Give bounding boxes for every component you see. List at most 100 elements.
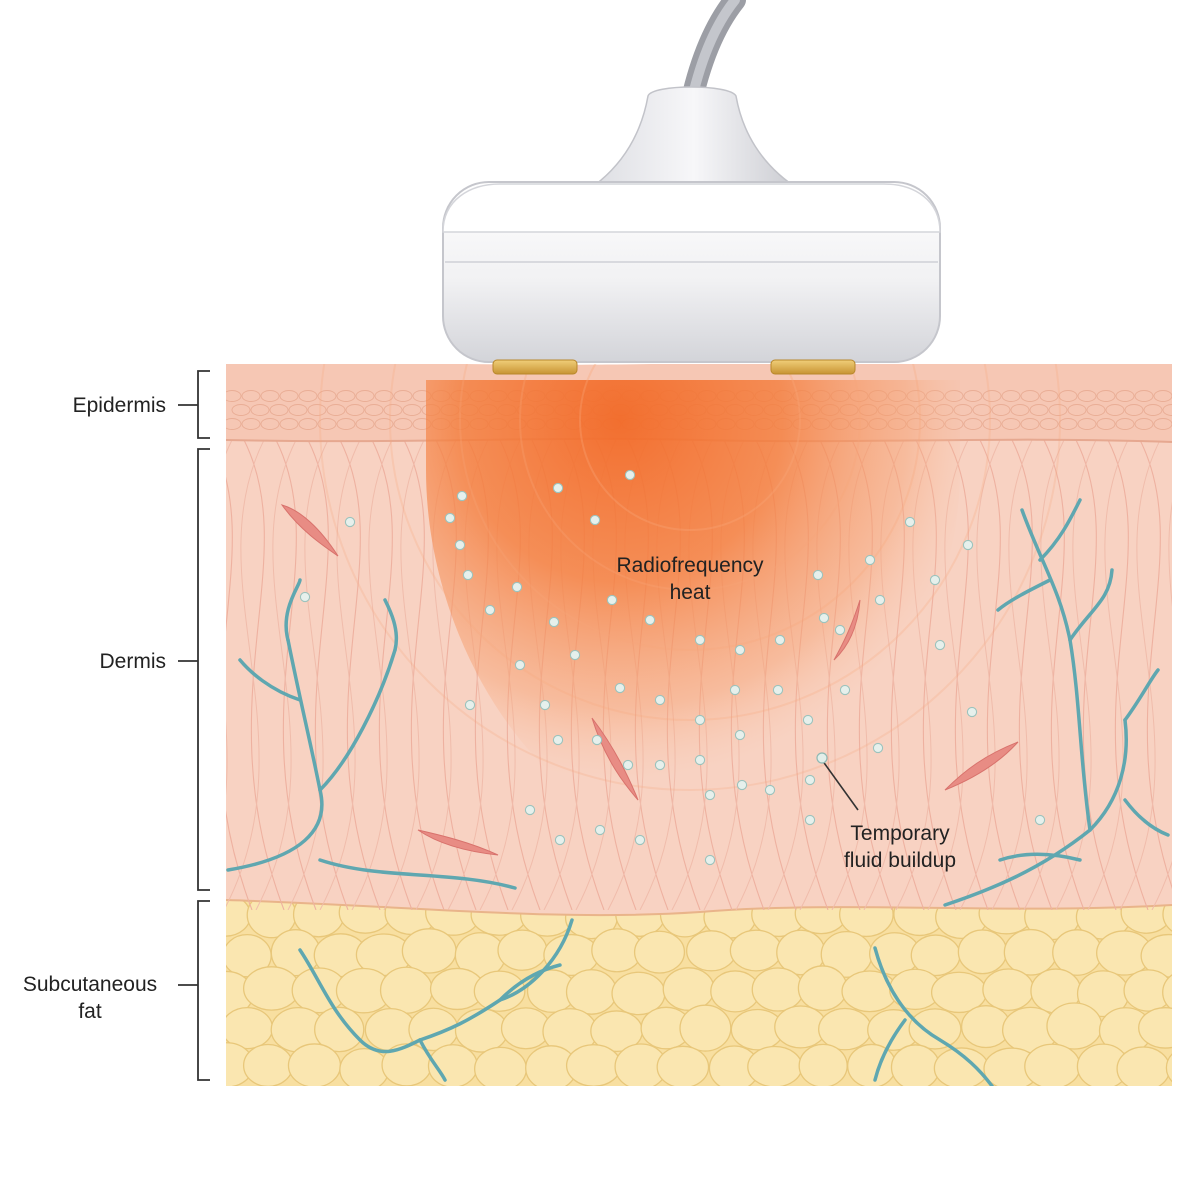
fat-cell — [798, 1043, 848, 1086]
epidermis-cell — [1020, 390, 1040, 402]
fluid-droplet — [774, 634, 786, 646]
fluid-droplet — [812, 569, 824, 581]
fluid-droplet — [654, 694, 666, 706]
collagen-fiber — [243, 440, 285, 910]
collagen-fiber — [287, 440, 329, 910]
fluid-droplet — [444, 512, 456, 524]
heat-ring — [459, 364, 921, 651]
epidermis-cell — [298, 418, 318, 430]
epidermis-cell — [402, 404, 422, 416]
dermis-bracket — [197, 448, 210, 891]
fat-cell — [339, 1047, 390, 1086]
fluid-label-line2: fluid buildup — [843, 849, 957, 872]
collagen-fiber — [1087, 440, 1129, 910]
epidermis-cell — [393, 418, 413, 430]
epidermis-cell — [1067, 404, 1087, 416]
fluid-label: Temporary fluid buildup — [820, 820, 980, 874]
collagen-fiber — [947, 440, 989, 910]
fat-cell — [1165, 1053, 1172, 1083]
epidermis-cell — [1153, 418, 1172, 430]
fat-cell — [565, 969, 618, 1015]
fluid-droplet — [614, 682, 626, 694]
fluid-droplet — [704, 854, 716, 866]
epidermis-cell — [355, 418, 375, 430]
fluid-droplet — [694, 754, 706, 766]
fat-cell — [1046, 1002, 1103, 1050]
epidermis-cell — [1153, 390, 1172, 402]
epidermis-cell — [1115, 418, 1135, 430]
fat-cell — [1003, 928, 1058, 976]
fluid-droplet — [694, 714, 706, 726]
fluid-droplet — [624, 469, 636, 481]
fat-cell — [847, 1043, 897, 1086]
collagen-fiber — [255, 440, 297, 910]
collagen-fiber — [1011, 440, 1053, 910]
fluid-droplet — [872, 742, 884, 754]
fluid-droplet — [839, 684, 851, 696]
fat-cell — [497, 929, 548, 971]
fluid-droplet — [802, 714, 814, 726]
heat-rings — [319, 364, 1061, 791]
fluid-droplet — [622, 759, 634, 771]
fluid-droplet — [818, 612, 830, 624]
fluid-droplet — [834, 624, 846, 636]
collagen-fiber — [226, 440, 265, 908]
collagen-fiber — [160, 440, 200, 910]
epidermis-cell — [336, 418, 356, 430]
fluid-droplets — [299, 469, 1046, 866]
layer-brackets — [178, 370, 210, 1081]
fat-cell — [401, 928, 457, 974]
fluid-droplet — [962, 539, 974, 551]
device-top-band — [442, 183, 941, 233]
fat-cell — [1138, 1007, 1172, 1049]
collagen-fiber — [959, 440, 1001, 910]
epidermis-cell — [1039, 418, 1059, 430]
heat-ring — [319, 364, 1061, 791]
epidermis-cell — [317, 418, 337, 430]
heat-label-line1: Radiofrequency — [616, 554, 764, 577]
heat-ring — [389, 364, 991, 721]
epidermis-cell — [279, 390, 299, 402]
fat-cell — [890, 1044, 941, 1086]
collagen-fiber — [1023, 440, 1065, 910]
fluid-droplet — [554, 834, 566, 846]
fat-cell — [982, 968, 1035, 1012]
fluid-droplet — [299, 591, 311, 603]
fluid-droplet — [864, 554, 876, 566]
collagen-fiber — [991, 440, 1033, 910]
fat-cell — [957, 929, 1008, 975]
fat-label-line2: fat — [78, 1000, 102, 1023]
fluid-droplet — [539, 699, 551, 711]
epidermis-cell — [1010, 404, 1030, 416]
fat-cell — [633, 930, 686, 974]
epidermis-cell — [374, 418, 394, 430]
collagen-fiber — [979, 440, 1021, 910]
fat-cell — [1052, 929, 1103, 976]
epidermis-cell — [326, 404, 346, 416]
epidermis-cell — [336, 390, 356, 402]
epidermis-bracket — [197, 370, 210, 439]
epidermis-cell — [963, 418, 983, 430]
epidermis-label: Epidermis — [72, 394, 166, 417]
fat-cell — [454, 1008, 509, 1053]
fluid-droplet — [654, 759, 666, 771]
epidermis-cell — [1086, 404, 1106, 416]
fat-cell — [747, 1045, 803, 1086]
fat-cell — [379, 966, 433, 1014]
collagen-fiber — [1043, 440, 1085, 910]
fluid-droplet — [591, 734, 603, 746]
fat-cell — [679, 1004, 732, 1052]
fluid-droplet — [344, 516, 356, 528]
epidermis-cell — [1058, 418, 1078, 430]
fat-cell — [565, 1044, 622, 1086]
epidermis-cell — [982, 390, 1002, 402]
epidermis-cell — [241, 390, 261, 402]
epidermis-cell — [226, 390, 242, 402]
epidermis-cell — [1001, 418, 1021, 430]
epidermis-cell — [226, 418, 242, 430]
epidermis-cell — [1001, 390, 1021, 402]
fat-cell — [242, 1043, 294, 1086]
epidermis-cell — [298, 390, 318, 402]
epidermis-cell — [1105, 404, 1125, 416]
